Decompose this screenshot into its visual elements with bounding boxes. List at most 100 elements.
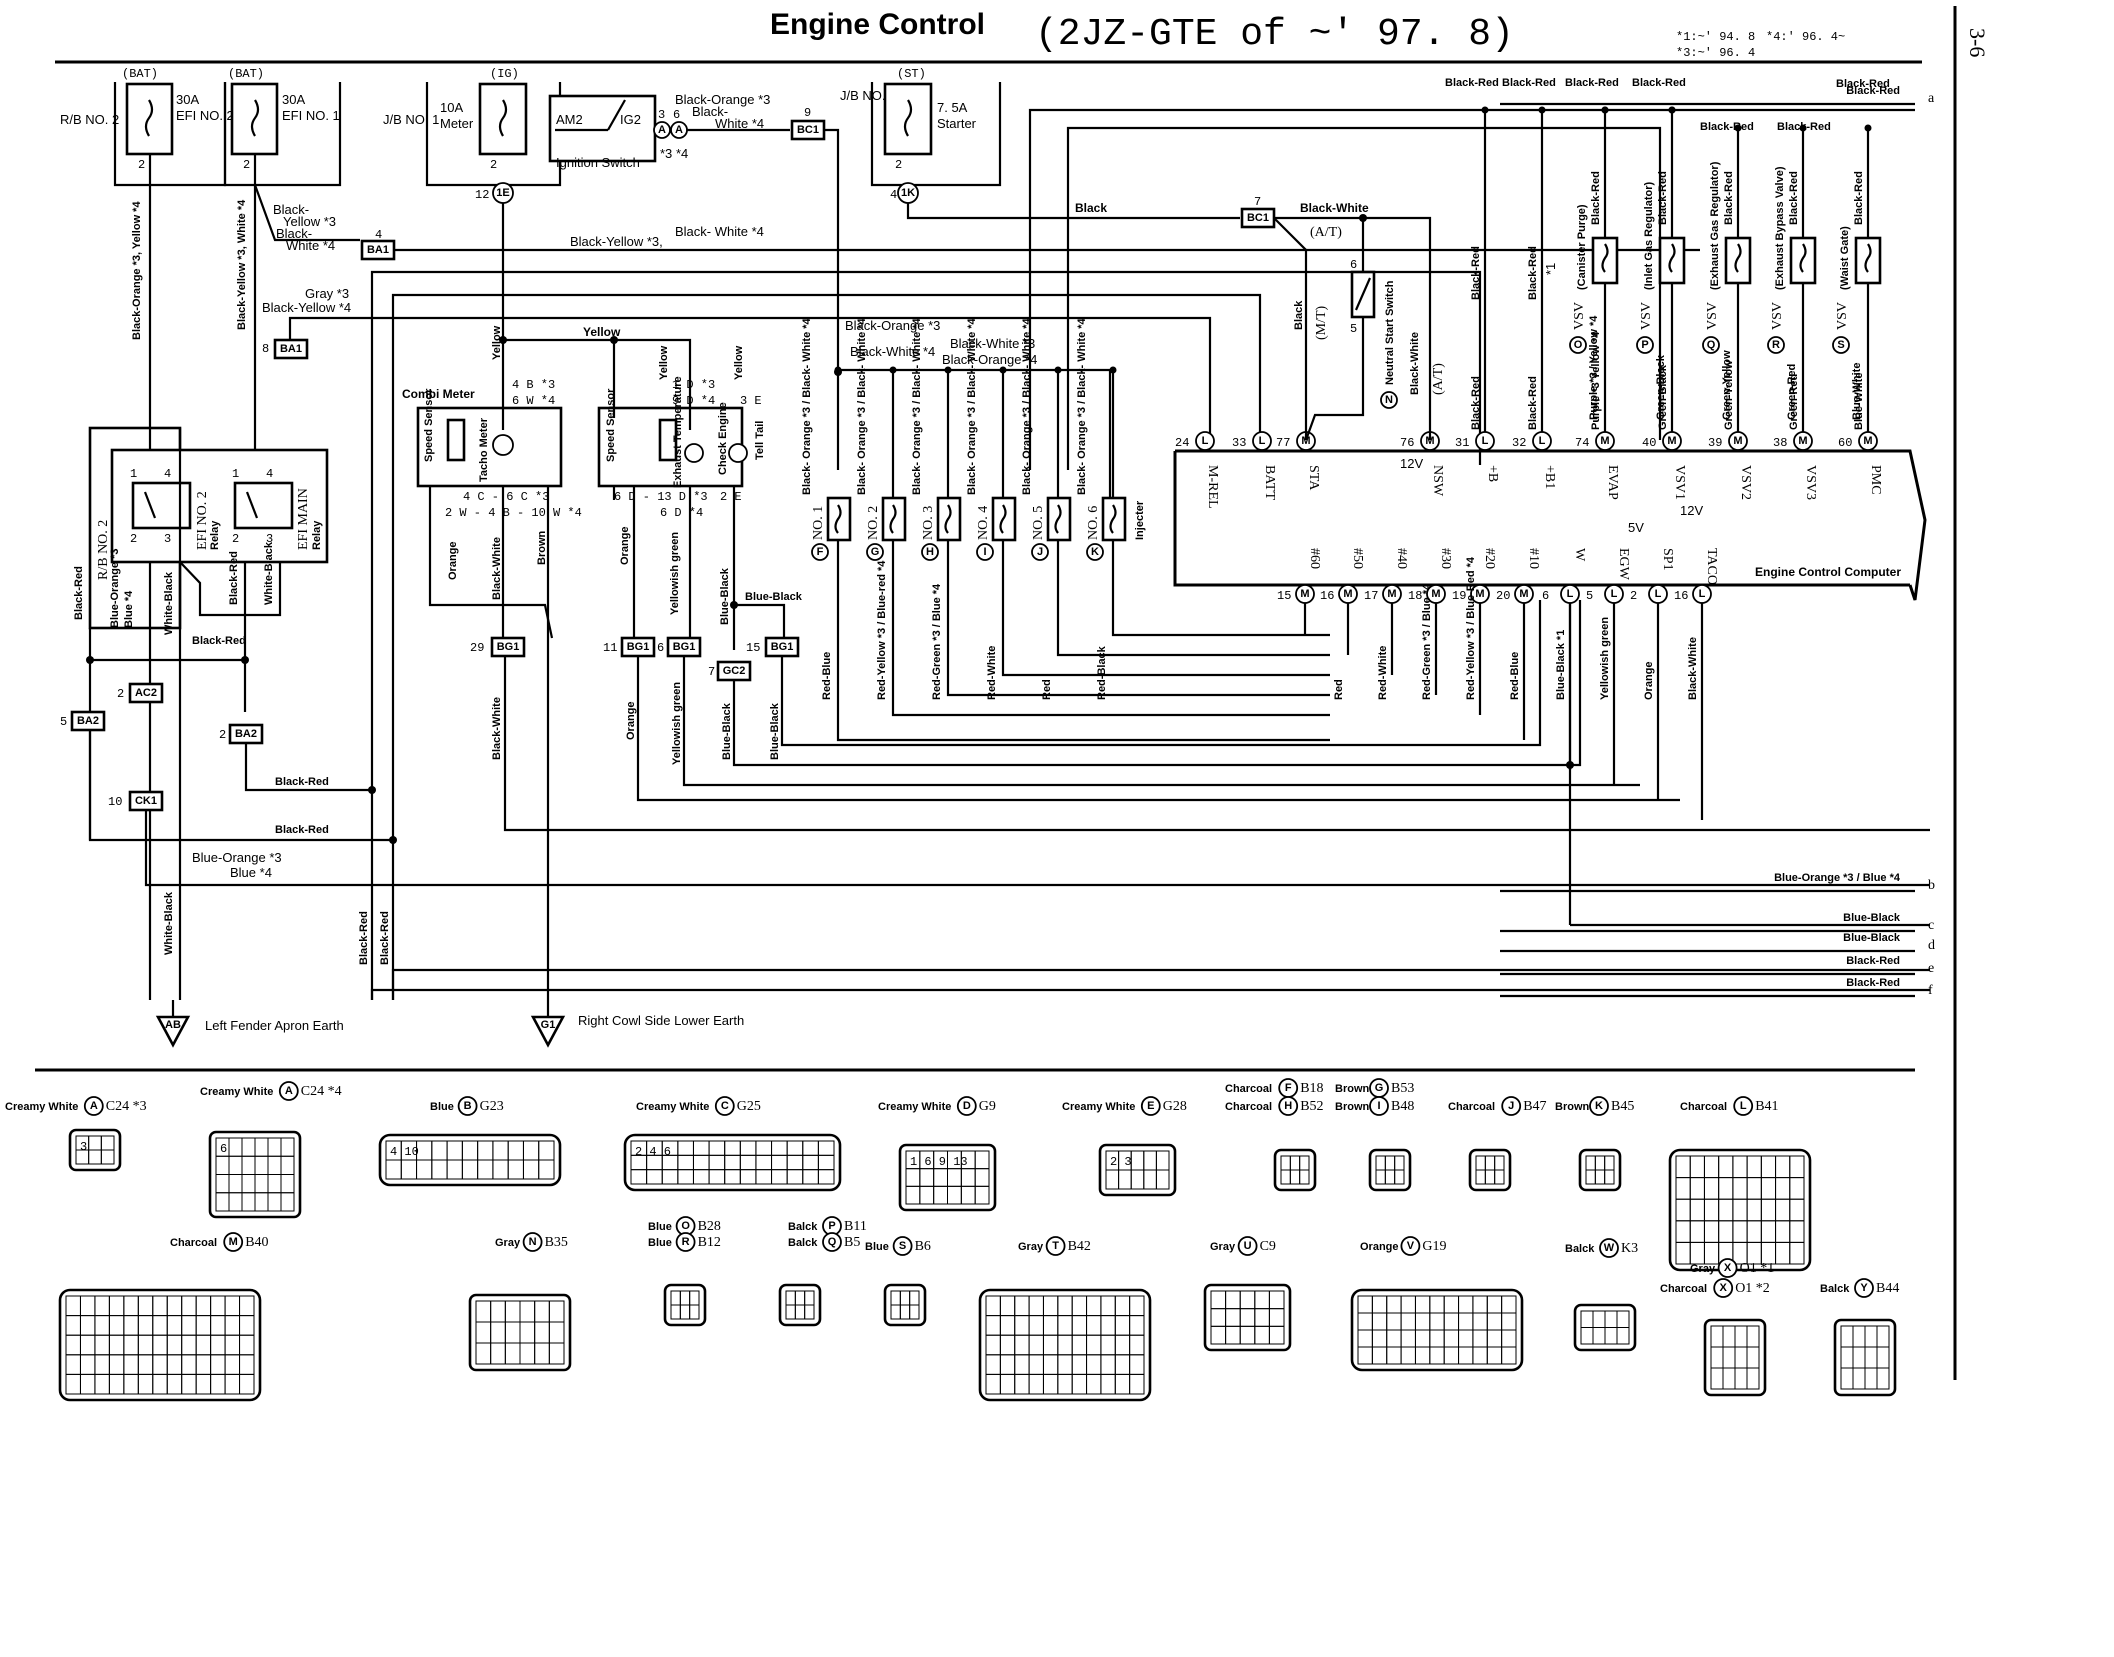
svg-text:Black-White: Black-White [491, 697, 503, 760]
svg-text:Engine Control Computer: Engine Control Computer [1755, 565, 1901, 579]
svg-text:CK1: CK1 [135, 795, 157, 807]
wire-label-black-red: Black-Red [1632, 77, 1686, 89]
svg-text:c: c [1928, 918, 1934, 933]
svg-text:K: K [1091, 546, 1099, 558]
svg-text:3: 3 [658, 108, 665, 122]
svg-text:BG1: BG1 [497, 641, 520, 653]
svg-text:(A/T): (A/T) [1431, 363, 1446, 395]
svg-text:NO. 2: NO. 2 [866, 506, 881, 540]
svg-text:2 4 6: 2 4 6 [635, 1145, 671, 1159]
svg-text:Blue-Black: Blue-Black [1843, 912, 1901, 924]
svg-text:Blue-Black: Blue-Black [719, 567, 731, 625]
svg-text:STA: STA [1306, 465, 1321, 491]
svg-text:PMC: PMC [1868, 465, 1883, 495]
svg-text:Purple *3 Yellow *4: Purple *3 Yellow *4 [1590, 331, 1602, 430]
svg-text:3: 3 [266, 532, 273, 546]
svg-text:M: M [1475, 588, 1484, 600]
svg-text:M: M [1301, 435, 1310, 447]
svg-text:Balck: Balck [788, 1237, 818, 1249]
svg-text:O1 *2: O1 *2 [1735, 1281, 1770, 1296]
svg-text:A: A [90, 1100, 98, 1112]
svg-text:9 D *4: 9 D *4 [672, 394, 715, 408]
svg-text:1K: 1K [901, 187, 915, 199]
svg-text:VSV1: VSV1 [1672, 465, 1687, 500]
svg-text:White *4: White *4 [715, 116, 764, 131]
svg-text:B45: B45 [1611, 1099, 1634, 1114]
svg-text:G1: G1 [541, 1019, 556, 1031]
svg-text:Black-Red: Black-Red [192, 635, 246, 647]
svg-text:O: O [681, 1220, 690, 1232]
svg-text:BC1: BC1 [797, 124, 819, 136]
svg-text:Blue-Orange *3: Blue-Orange *3 [109, 549, 121, 628]
svg-text:Red-Green *3 / Blue *4: Red-Green *3 / Blue *4 [931, 583, 943, 700]
svg-text:Black-Yellow *3, White *4: Black-Yellow *3, White *4 [236, 199, 248, 330]
svg-text:#30: #30 [1438, 548, 1453, 569]
svg-text:Charcoal: Charcoal [170, 1237, 217, 1249]
svg-text:(A/T): (A/T) [1310, 225, 1342, 240]
svg-text:Blue-Orange *3 / Blue *4: Blue-Orange *3 / Blue *4 [1774, 872, 1901, 884]
svg-text:77: 77 [1276, 436, 1290, 450]
svg-text:17: 17 [1364, 589, 1378, 603]
svg-text:Red-Yellow *3 / Blue-red *4: Red-Yellow *3 / Blue-red *4 [876, 560, 888, 700]
svg-text:2: 2 [1630, 589, 1637, 603]
svg-text:2: 2 [243, 158, 250, 172]
svg-text:BC1: BC1 [1247, 212, 1269, 224]
svg-text:6: 6 [673, 108, 680, 122]
svg-text:EFI NO. 2: EFI NO. 2 [176, 108, 234, 123]
svg-text:12: 12 [475, 188, 489, 202]
svg-text:VSV: VSV [1572, 302, 1587, 330]
svg-text:EFI NO. 2: EFI NO. 2 [195, 491, 210, 550]
svg-text:Black-Red: Black-Red [1846, 977, 1900, 989]
svg-text:NO. 4: NO. 4 [976, 506, 991, 540]
svg-text:Yellow: Yellow [658, 345, 670, 380]
svg-text:Gray: Gray [495, 1237, 521, 1249]
vsv-Q: (Exhaust Gas Regulator)Black-RedVSVQGree… [1702, 124, 1752, 432]
svg-text:(BAT): (BAT) [228, 67, 264, 81]
svg-text:Blue *4: Blue *4 [123, 590, 135, 628]
svg-text:B41: B41 [1755, 1099, 1778, 1114]
svg-text:Charcoal: Charcoal [1448, 1101, 1495, 1113]
svg-text:Yellow *3: Yellow *3 [283, 214, 336, 229]
svg-text:Purple *3 / Yellow *4: Purple *3 / Yellow *4 [1588, 315, 1600, 420]
svg-text:Black-Red: Black-Red [1846, 85, 1900, 97]
svg-text:+B: +B [1485, 465, 1500, 482]
svg-text:Black-Red: Black-Red [1527, 376, 1539, 430]
svg-text:G9: G9 [979, 1099, 996, 1114]
svg-text:Blue: Blue [648, 1237, 672, 1249]
svg-text:f: f [1928, 983, 1933, 998]
svg-text:Right Cowl Side Lower Earth: Right Cowl Side Lower Earth [578, 1013, 744, 1028]
svg-text:d: d [1928, 938, 1935, 953]
svg-text:BA1: BA1 [280, 343, 302, 355]
injectors: Black-Orange *3 Black-White *4 Black-Whi… [834, 318, 1146, 540]
svg-text:B52: B52 [1300, 1099, 1323, 1114]
wire-label-black-red: Black-Red [1565, 77, 1619, 89]
svg-text:4: 4 [890, 188, 897, 202]
svg-text:2: 2 [130, 532, 137, 546]
svg-text:Ignition Switch: Ignition Switch [556, 155, 640, 170]
svg-text:Red: Red [1041, 679, 1053, 700]
svg-text:AM2: AM2 [556, 112, 583, 127]
svg-text:M-REL: M-REL [1205, 465, 1220, 509]
svg-text:W: W [1604, 1242, 1615, 1254]
svg-text:Black-Red: Black-Red [358, 911, 370, 965]
svg-text:Black- White *4: Black- White *4 [675, 224, 764, 239]
svg-text:4 B *3: 4 B *3 [512, 378, 555, 392]
svg-text:R/B NO. 2: R/B NO. 2 [60, 112, 119, 127]
svg-text:Black-White: Black-White [1409, 332, 1421, 395]
bus-f: Black-Red f [1500, 977, 1933, 998]
svg-text:Black-: Black- [692, 104, 728, 119]
